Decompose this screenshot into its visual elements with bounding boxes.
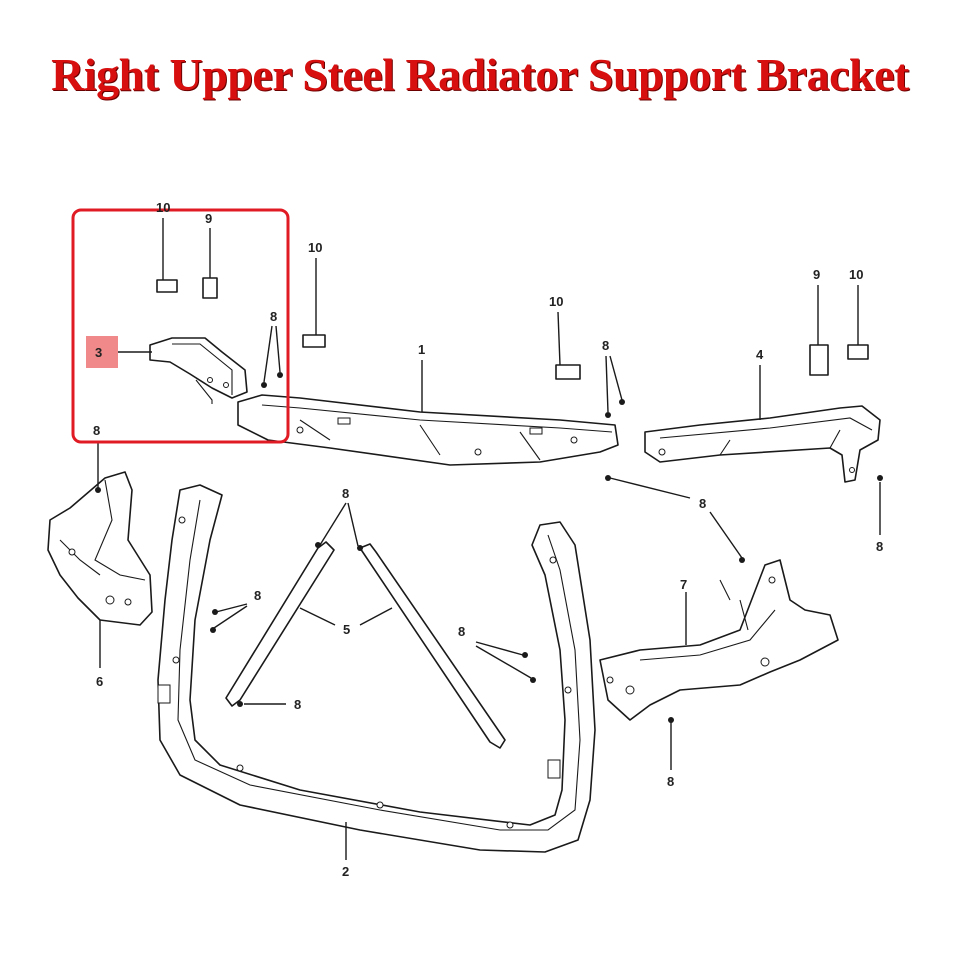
part-7-left-side-bracket <box>599 559 839 721</box>
callout-8: 8 <box>602 338 609 353</box>
callout-10: 10 <box>308 240 322 255</box>
callout-10: 10 <box>156 200 170 215</box>
callout-8: 8 <box>667 774 674 789</box>
clip-10-c <box>555 364 581 380</box>
callout-8: 8 <box>294 697 301 712</box>
leader-lines <box>97 218 881 860</box>
clip-10-b <box>302 334 326 348</box>
callout-1: 1 <box>418 342 425 357</box>
callout-9: 9 <box>813 267 820 282</box>
callout-8: 8 <box>254 588 261 603</box>
part-5-support-rods <box>225 541 506 749</box>
part-2-lower-radiator-support <box>157 484 596 853</box>
hardware-clips-and-pins <box>156 277 869 380</box>
bolts <box>95 372 883 723</box>
callout-10: 10 <box>549 294 563 309</box>
pin-9-b <box>809 344 829 376</box>
callout-2: 2 <box>342 864 349 879</box>
callout-8: 8 <box>876 539 883 554</box>
callout-7: 7 <box>680 577 687 592</box>
diagram-title: Right Upper Steel Radiator Support Brack… <box>51 49 909 100</box>
callout-3: 3 <box>95 345 102 360</box>
highlight-box <box>71 208 290 444</box>
callout-6: 6 <box>96 674 103 689</box>
callout-5: 5 <box>343 622 350 637</box>
callout-10: 10 <box>849 267 863 282</box>
callout-numbers: 10 9 3 8 10 1 10 8 9 10 4 8 8 8 8 8 6 5 … <box>93 200 883 879</box>
part-3-right-upper-bracket <box>149 337 248 404</box>
part-4-left-upper-bracket <box>644 405 881 483</box>
callout-8: 8 <box>93 423 100 438</box>
callout-4: 4 <box>756 347 764 362</box>
callout-8: 8 <box>270 309 277 324</box>
callout-8: 8 <box>699 496 706 511</box>
callout-3-highlight <box>86 336 118 368</box>
callout-8: 8 <box>342 486 349 501</box>
part-1-upper-crossmember <box>237 394 619 466</box>
pin-9-a <box>202 277 218 299</box>
callout-8: 8 <box>458 624 465 639</box>
clip-10-d <box>847 344 869 360</box>
callout-9: 9 <box>205 211 212 226</box>
part-6-right-side-bracket <box>47 471 153 626</box>
clip-10-a <box>156 279 178 293</box>
